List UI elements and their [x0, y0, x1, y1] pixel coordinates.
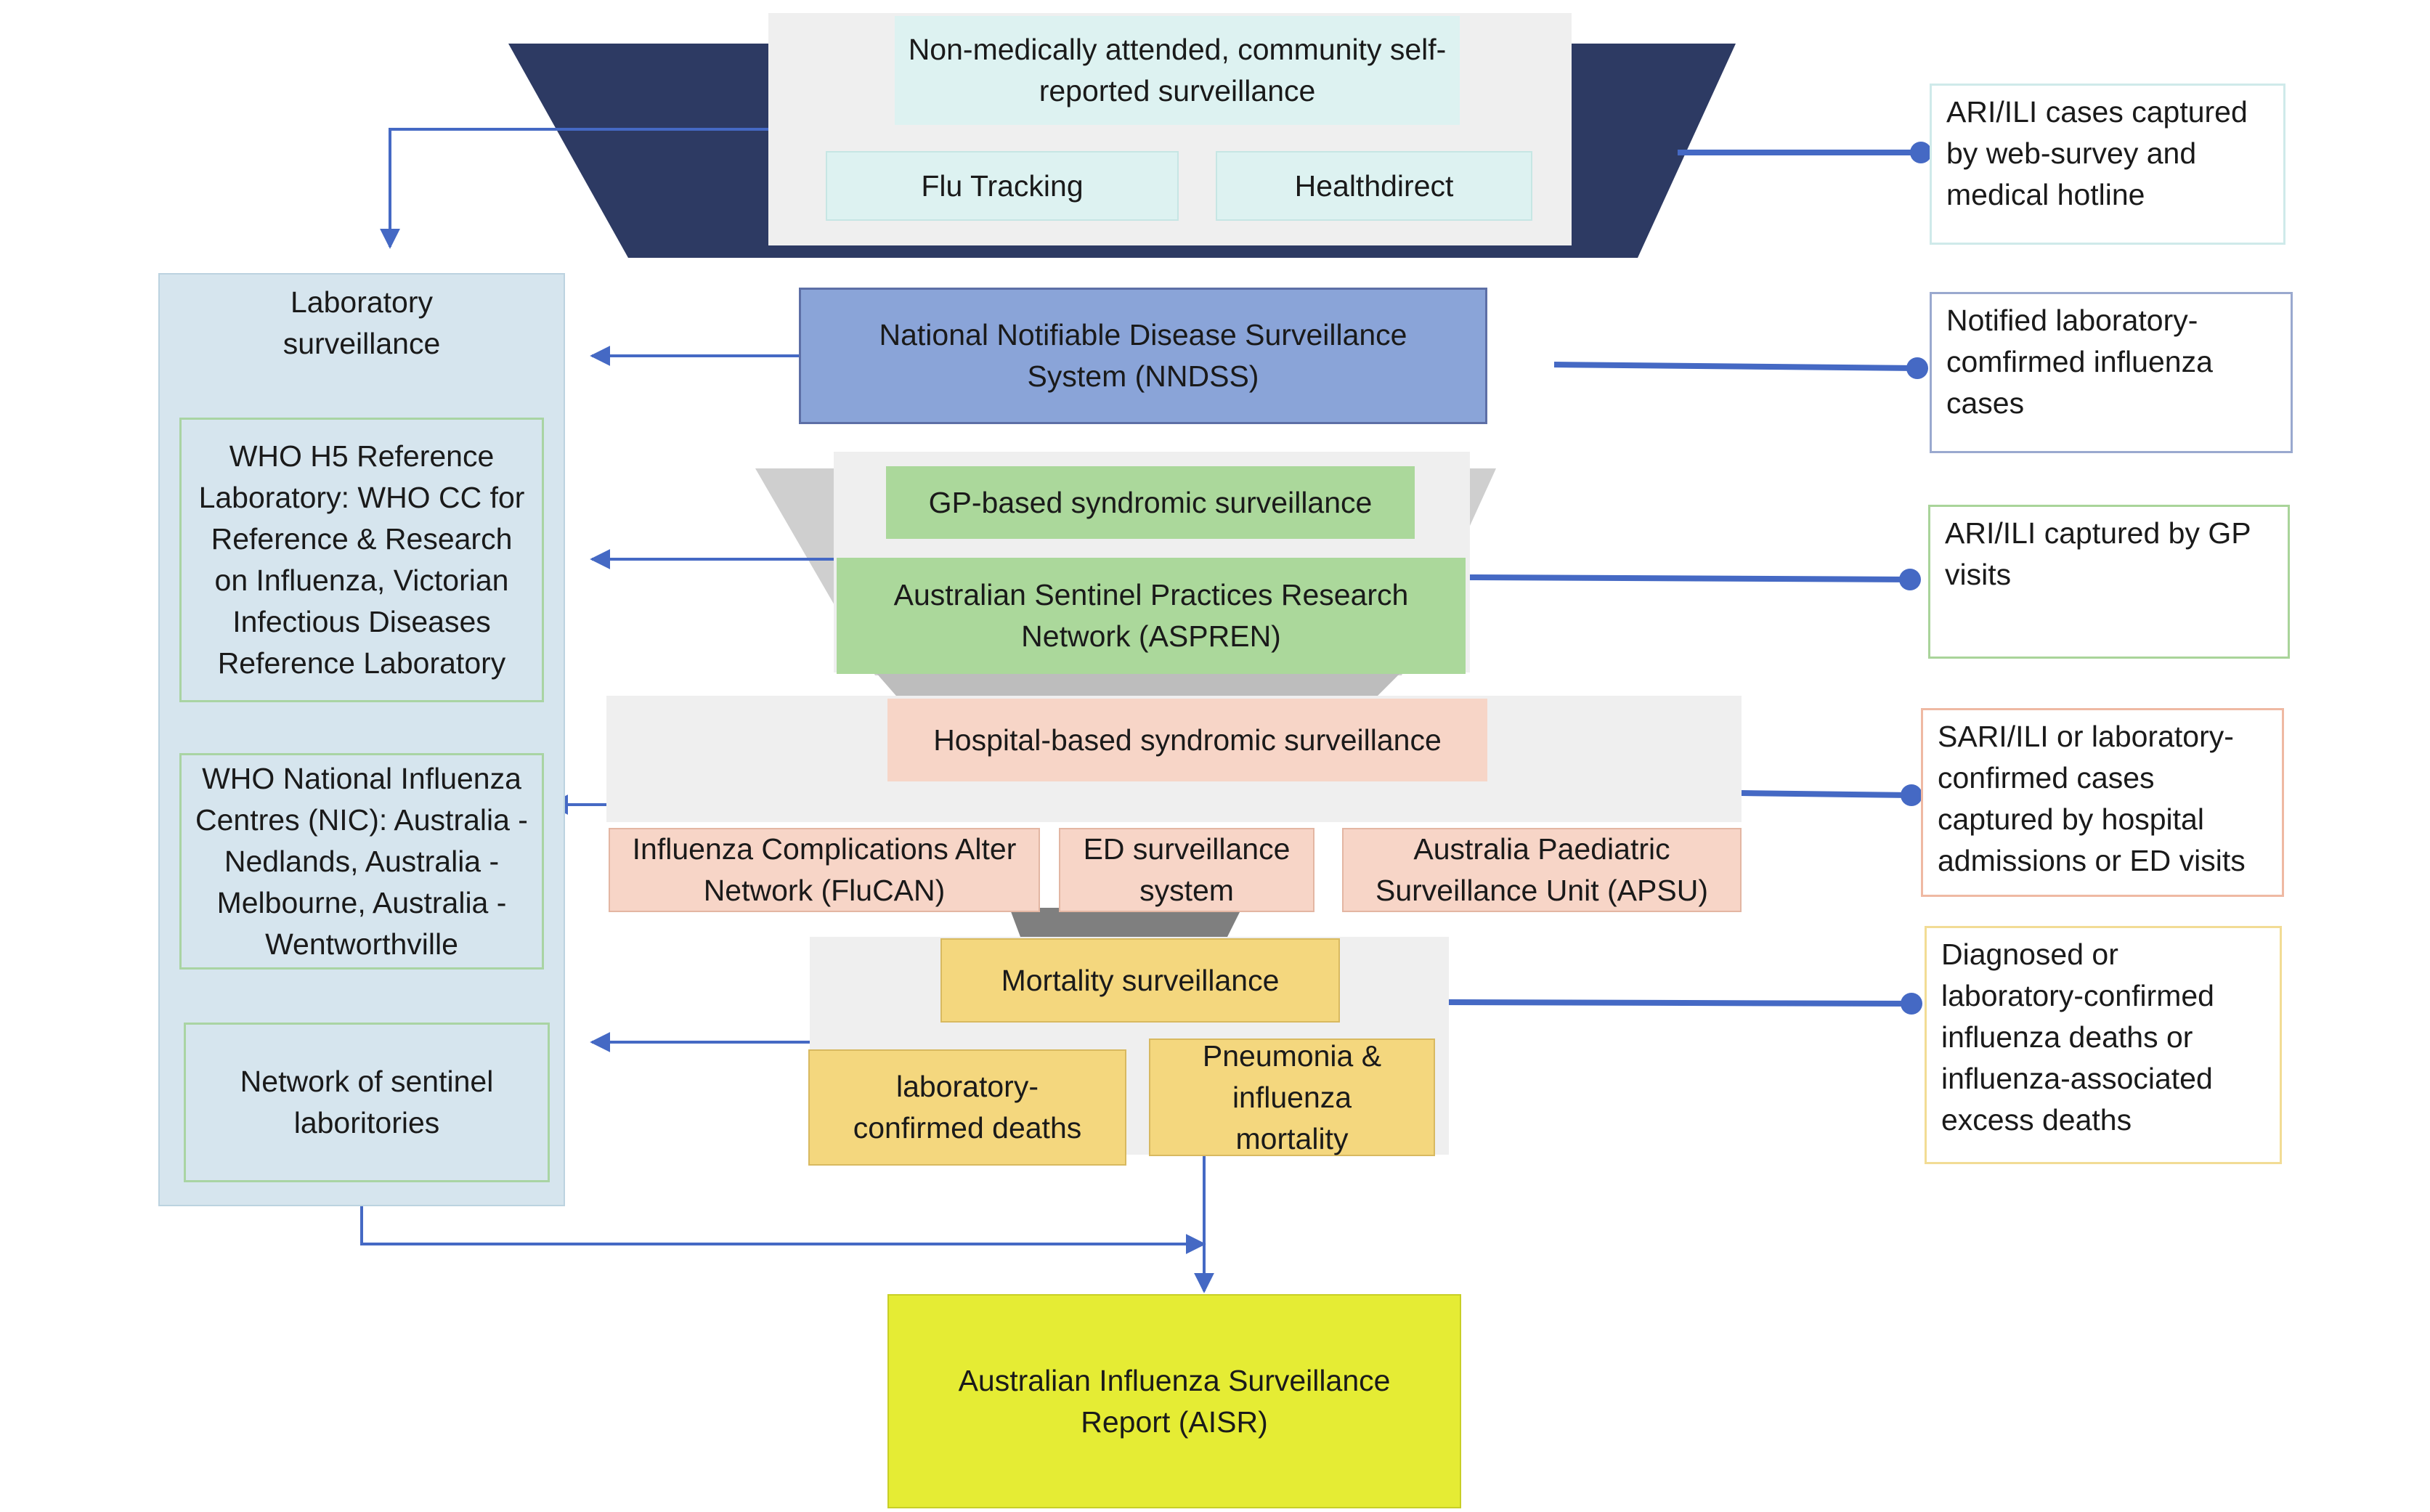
community-to-lab-arrow	[380, 128, 770, 249]
lab-confirmed-deaths-box: laboratory-confirmed deaths	[808, 1049, 1126, 1166]
ed-surveillance-box: ED surveillance system	[1059, 828, 1314, 912]
gp-note-connector	[1468, 574, 1911, 582]
mortality-note-dot	[1901, 993, 1922, 1015]
nndss-box: National Notifiable Disease Surveillance…	[799, 288, 1487, 424]
hospital-funnel-neck	[875, 672, 1402, 701]
hospital-note-connector	[1741, 790, 1912, 798]
gp-note-dot	[1899, 569, 1921, 590]
mortality-title-box: Mortality surveillance	[940, 938, 1340, 1023]
aspren-box: Australian Sentinel Practices Research N…	[837, 558, 1466, 674]
healthdirect-box: Healthdirect	[1216, 151, 1532, 221]
mortality-note: Diagnosed or laboratory-confirmed influe…	[1925, 926, 2282, 1164]
who-nic-box: WHO National Influenza Centres (NIC): Au…	[179, 753, 544, 970]
hospital-note: SARI/ILI or laboratory-confirmed cases c…	[1921, 708, 2284, 897]
mortality-funnel-neck	[1009, 908, 1242, 937]
hospital-note-dot	[1901, 784, 1922, 806]
nndss-note-dot	[1906, 357, 1928, 379]
apsu-box: Australia Paediatric Surveillance Unit (…	[1342, 828, 1742, 912]
lab-to-report-line	[360, 1202, 1206, 1254]
nndss-note: Notified laboratory-comfirmed influenza …	[1930, 292, 2293, 453]
hospital-title-box: Hospital-based syndromic surveillance	[887, 699, 1487, 781]
flucan-box: Influenza Complications Alter Network (F…	[609, 828, 1040, 912]
community-note: ARI/ILI cases captured by web-survey and…	[1930, 84, 2285, 245]
community-title: Non-medically attended, community self-r…	[895, 16, 1460, 125]
community-note-dot	[1910, 142, 1932, 163]
gp-note: ARI/ILI captured by GP visits	[1928, 505, 2290, 659]
gp-title-box: GP-based syndromic surveillance	[886, 466, 1415, 539]
flu-tracking-box: Flu Tracking	[826, 151, 1179, 221]
mortality-note-connector	[1444, 999, 1912, 1007]
nndss-note-connector	[1553, 362, 1918, 371]
sentinel-laboratories-box: Network of sentinel laboritories	[184, 1023, 550, 1182]
laboratory-title: Laboratory surveillance	[283, 285, 441, 360]
aisr-report-box: Australian Influenza Surveillance Report…	[887, 1294, 1461, 1508]
who-h5-reference-box: WHO H5 Reference Laboratory: WHO CC for …	[179, 418, 544, 702]
pneumonia-mortality-box: Pneumonia & influenza mortality	[1149, 1039, 1435, 1156]
